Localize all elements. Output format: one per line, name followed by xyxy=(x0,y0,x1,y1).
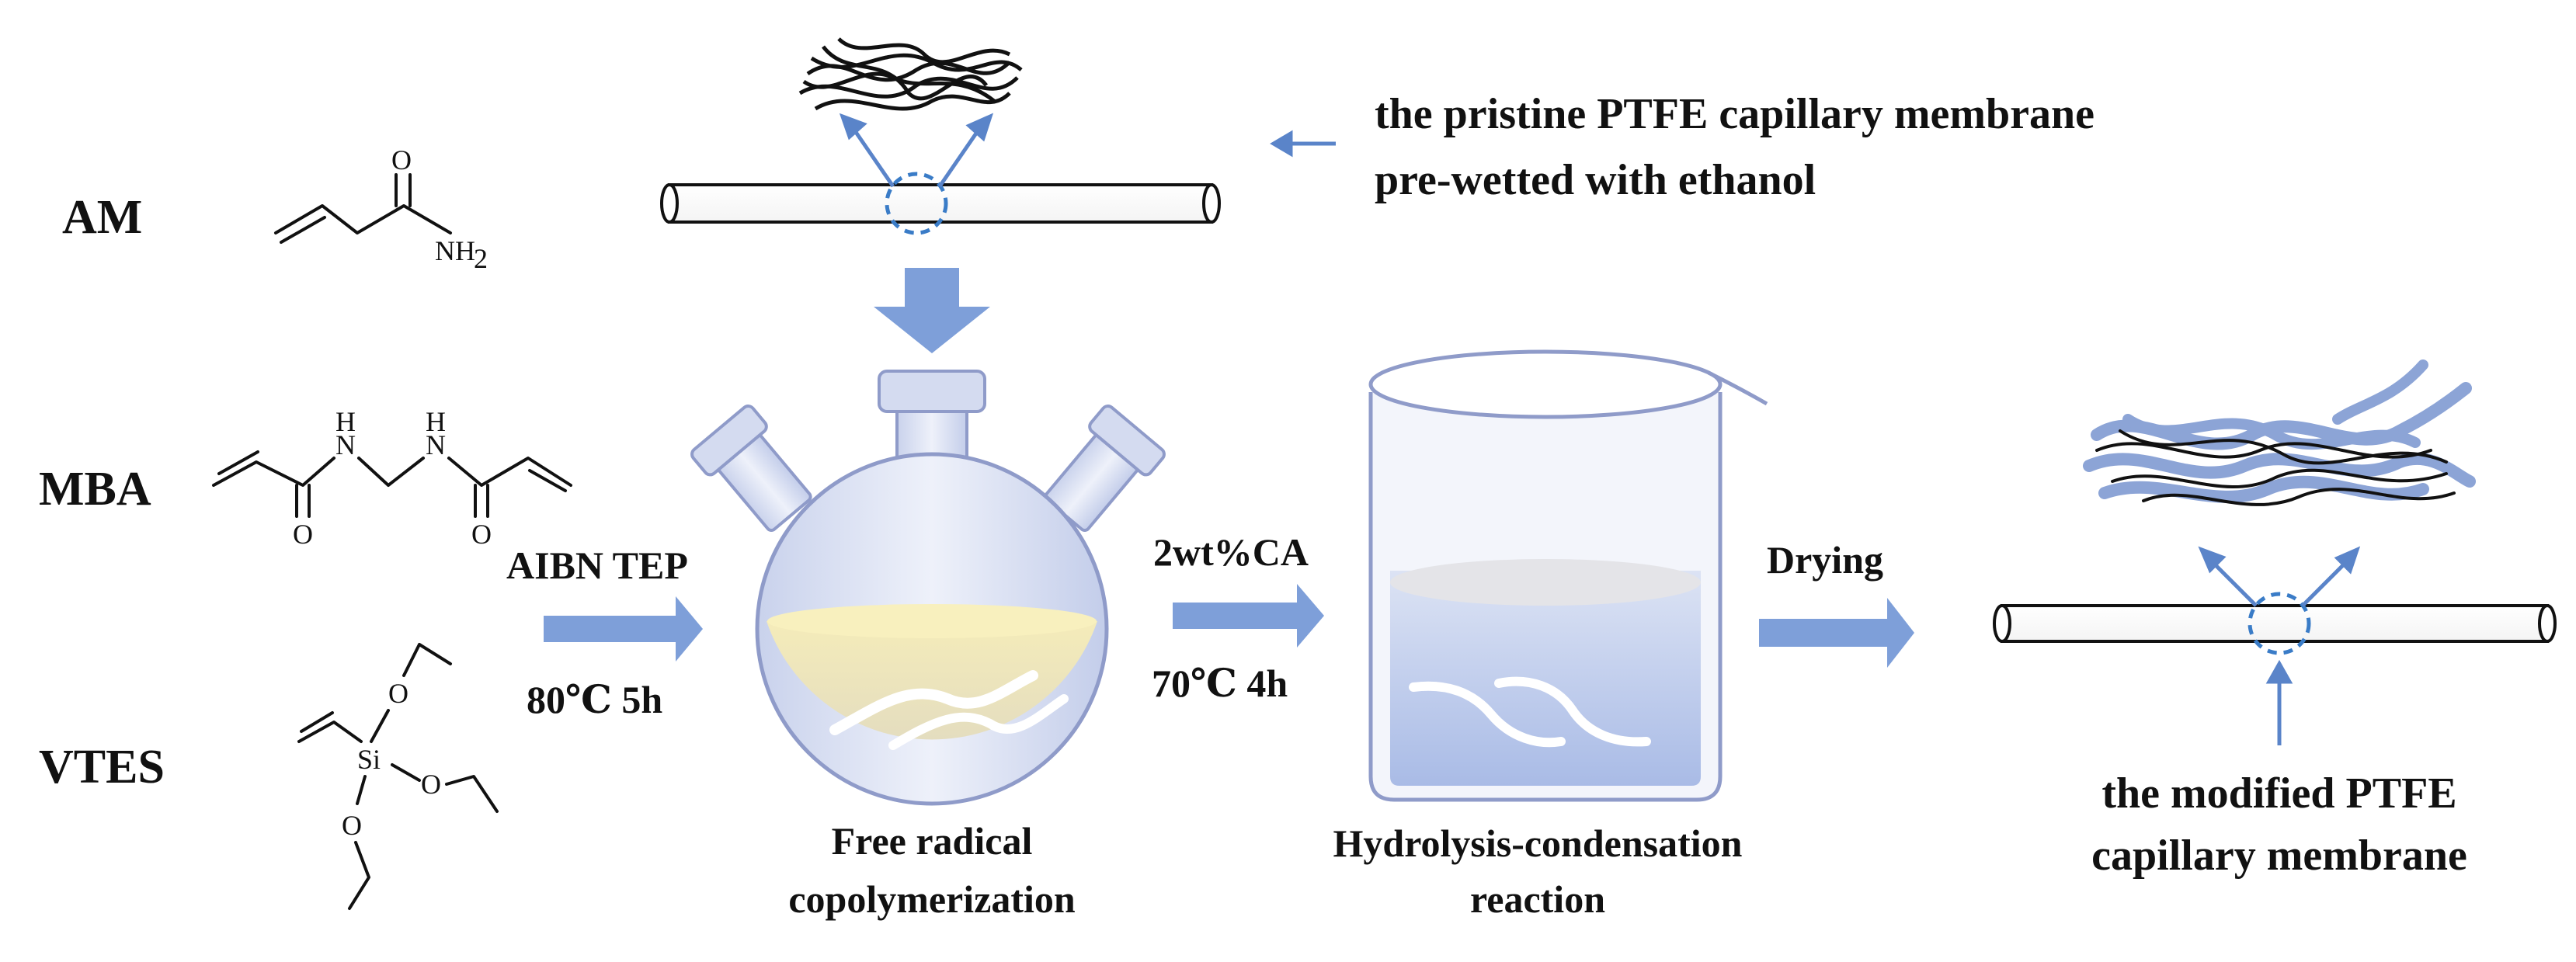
am-amine: NH xyxy=(435,235,475,266)
pointer-arrow-up xyxy=(2265,659,2293,745)
pristine-label-line2: pre-wetted with ethanol xyxy=(1375,156,1816,204)
step2-caption-line1: Hydrolysis-condensation xyxy=(1333,821,1743,865)
step1-arrow xyxy=(544,596,703,662)
modified-label-line1: the modified PTFE xyxy=(2101,769,2456,818)
modified-fibers xyxy=(2083,359,2476,506)
step2-caption-line2: reaction xyxy=(1470,877,1605,921)
modified-capillary-tube xyxy=(1993,604,2557,643)
am-oxygen: O xyxy=(391,144,412,175)
step1-caption-line2: copolymerization xyxy=(788,877,1076,921)
pristine-fibers xyxy=(798,37,1023,111)
step1-reagents: AIBN TEP xyxy=(506,544,688,587)
vtes-label: VTES xyxy=(39,741,165,794)
am-structure: O NH 2 xyxy=(274,144,488,274)
mba-oxygen-right: O xyxy=(471,519,492,550)
mba-oxygen-left: O xyxy=(293,519,313,550)
step3-label: Drying xyxy=(1767,538,1883,582)
down-arrow xyxy=(874,268,990,353)
pristine-zoom-circle xyxy=(885,172,948,235)
vtes-oxygen-right: O xyxy=(421,769,441,800)
mba-label: MBA xyxy=(39,463,151,516)
mba-h-right: H xyxy=(426,406,446,437)
round-bottom-flask xyxy=(690,370,1166,806)
pointer-arrow-left xyxy=(1270,130,1336,158)
pristine-label-line1: the pristine PTFE capillary membrane xyxy=(1375,90,2095,138)
vtes-oxygen-top: O xyxy=(388,678,408,709)
vtes-structure: Si O O O xyxy=(297,643,499,910)
modified-zoom-circle xyxy=(2247,592,2311,655)
pristine-capillary-tube xyxy=(660,183,1221,224)
mba-n-right: N xyxy=(426,429,446,460)
step1-conditions: 80℃ 5h xyxy=(527,678,662,721)
mba-h-left: H xyxy=(335,406,356,437)
step2-conditions: 70℃ 4h xyxy=(1152,662,1288,705)
modified-zoom-arrows xyxy=(2198,546,2361,607)
vtes-oxygen-bottom: O xyxy=(342,810,362,841)
pristine-zoom-arrows xyxy=(839,113,994,188)
modified-label-line2: capillary membrane xyxy=(2091,832,2467,880)
step3-arrow xyxy=(1759,598,1914,668)
am-amine-sub: 2 xyxy=(474,243,488,274)
mba-structure: O N H N H O xyxy=(212,406,572,550)
step2-arrow xyxy=(1173,584,1324,648)
step1-caption-line1: Free radical xyxy=(832,819,1033,863)
vtes-si: Si xyxy=(357,744,381,775)
beaker xyxy=(1368,349,1768,802)
am-label: AM xyxy=(62,191,142,244)
mba-n-left: N xyxy=(335,429,356,460)
step2-reagents: 2wt%CA xyxy=(1153,530,1309,574)
